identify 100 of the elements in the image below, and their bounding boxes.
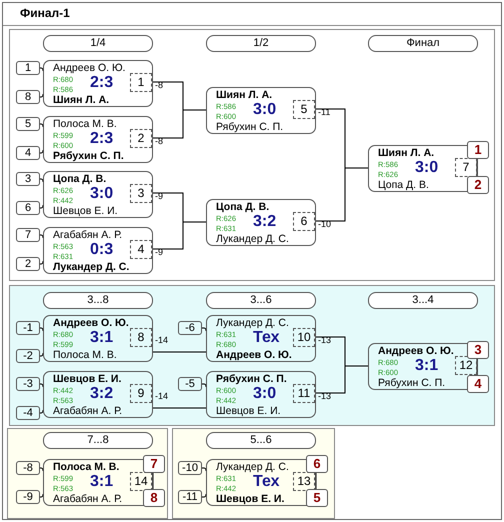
seed-connector bbox=[202, 494, 206, 498]
round-header: 3...6 bbox=[206, 292, 316, 309]
place-box: 4 bbox=[467, 375, 489, 393]
match-box bbox=[43, 60, 153, 107]
match-number-box: 5 bbox=[293, 100, 315, 119]
seed-box: 6 bbox=[16, 201, 40, 215]
player-name: Агабабян А. Р. bbox=[53, 405, 122, 417]
panel-box bbox=[172, 428, 335, 519]
bracket-line bbox=[316, 366, 368, 394]
seed-connector bbox=[40, 124, 44, 128]
round-header: Финал bbox=[368, 35, 478, 52]
seed-connector bbox=[40, 150, 44, 154]
seed-connector bbox=[40, 384, 44, 388]
seed-box: 7 bbox=[16, 228, 40, 242]
place-box: 6 bbox=[306, 455, 328, 473]
panel-box bbox=[9, 29, 495, 281]
seed-box: -1 bbox=[16, 321, 40, 335]
seed-box: -8 bbox=[16, 461, 40, 475]
seed-box: 3 bbox=[16, 172, 40, 186]
match-number-box: 9 bbox=[130, 384, 152, 403]
seed-connector bbox=[40, 328, 44, 332]
seed-box: -3 bbox=[16, 377, 40, 391]
place-box: 2 bbox=[467, 176, 489, 194]
score-label: 3:0 bbox=[90, 185, 114, 203]
round-header: 3...4 bbox=[368, 292, 478, 309]
seed-connector bbox=[40, 204, 44, 208]
score-label: 3:2 bbox=[253, 213, 276, 231]
match-box bbox=[43, 315, 153, 362]
seed-connector bbox=[40, 234, 44, 238]
player-name: Полоса М. В. bbox=[53, 349, 117, 361]
round-header: 3...8 bbox=[43, 292, 153, 309]
match-box bbox=[206, 315, 316, 362]
match-number-box: 3 bbox=[130, 184, 152, 203]
player-name: Шевцов Е. И. bbox=[53, 373, 122, 385]
seed-box: -6 bbox=[178, 321, 202, 335]
seed-box: -5 bbox=[178, 377, 202, 391]
seed-box: -2 bbox=[16, 349, 40, 363]
seed-box: -4 bbox=[16, 406, 40, 420]
player-name: Шиян Л. А. bbox=[216, 89, 272, 101]
match-box bbox=[43, 371, 153, 418]
place-box: 3 bbox=[467, 341, 489, 359]
loser-destination-label: -14 bbox=[155, 391, 168, 401]
score-label: 0:3 bbox=[90, 241, 114, 259]
match-number-box: 4 bbox=[130, 240, 152, 259]
seed-connector bbox=[40, 494, 44, 498]
player-name: Полоса М. В. bbox=[53, 461, 120, 473]
player-name: Рябухин С. П. bbox=[216, 373, 287, 385]
seed-connector bbox=[40, 260, 44, 264]
place-box: 1 bbox=[467, 141, 489, 159]
round-header: 5...6 bbox=[206, 432, 316, 449]
score-label: 2:3 bbox=[90, 74, 114, 92]
score-label: 3:1 bbox=[90, 473, 114, 491]
seed-connector bbox=[202, 328, 206, 332]
player-name: Андреев О. Ю. bbox=[53, 62, 126, 74]
seed-box: 2 bbox=[16, 257, 40, 271]
match-number-box: 2 bbox=[130, 129, 152, 148]
player-name: Андреев О. Ю. bbox=[216, 349, 292, 361]
page-title: Финал-1 bbox=[20, 6, 70, 20]
match-box bbox=[43, 227, 153, 274]
seed-box: 1 bbox=[16, 61, 40, 75]
place-connector bbox=[476, 158, 478, 176]
score-label: Тех bbox=[253, 473, 280, 491]
player-name: Шевцов Е. И. bbox=[216, 405, 281, 417]
player-name: Шиян Л. А. bbox=[378, 147, 434, 159]
player-name: Шевцов Е. И. bbox=[53, 205, 118, 217]
match-number-box: 11 bbox=[293, 384, 315, 403]
loser-destination-label: -14 bbox=[155, 335, 168, 345]
match-number-box: 10 bbox=[293, 328, 315, 347]
score-label: 3:0 bbox=[253, 385, 276, 403]
match-box bbox=[206, 87, 316, 134]
score-label: 3:0 bbox=[415, 159, 438, 177]
seed-box: 5 bbox=[16, 117, 40, 131]
match-box bbox=[43, 171, 153, 218]
player-name: Полоса М. В. bbox=[53, 118, 117, 130]
player-name: Андреев О. Ю. bbox=[378, 345, 454, 357]
player-name: Рябухин С. П. bbox=[216, 121, 284, 133]
place-box: 8 bbox=[143, 489, 165, 507]
player-name: Агабабян А. Р. bbox=[53, 229, 122, 241]
seed-connector bbox=[40, 94, 44, 98]
score-label: 3:2 bbox=[90, 385, 114, 403]
seed-connector bbox=[40, 178, 44, 182]
place-box: 5 bbox=[306, 489, 328, 507]
bracket-line bbox=[152, 110, 206, 138]
player-name: Андреев О. Ю. bbox=[53, 317, 129, 329]
player-name: Цопа Д. В. bbox=[53, 173, 106, 185]
player-name: Лукандер Д. С. bbox=[216, 461, 289, 473]
player-name: Цопа Д. В. bbox=[216, 201, 270, 213]
place-box: 7 bbox=[143, 455, 165, 473]
seed-box: 8 bbox=[16, 90, 40, 104]
round-header: 7...8 bbox=[43, 432, 153, 449]
player-name: Цопа Д. В. bbox=[378, 179, 429, 191]
score-label: 3:1 bbox=[415, 357, 438, 375]
round-header: 1/2 bbox=[206, 35, 316, 52]
seed-box: -9 bbox=[16, 490, 40, 504]
player-name: Лукандер Д. С. bbox=[216, 317, 289, 329]
bracket-line bbox=[152, 222, 206, 250]
player-name: Лукандер Д. С. bbox=[53, 261, 130, 273]
player-name: Лукандер Д. С. bbox=[216, 233, 289, 245]
seed-box: -10 bbox=[178, 461, 202, 475]
player-name: Рябухин С. П. bbox=[378, 377, 446, 389]
